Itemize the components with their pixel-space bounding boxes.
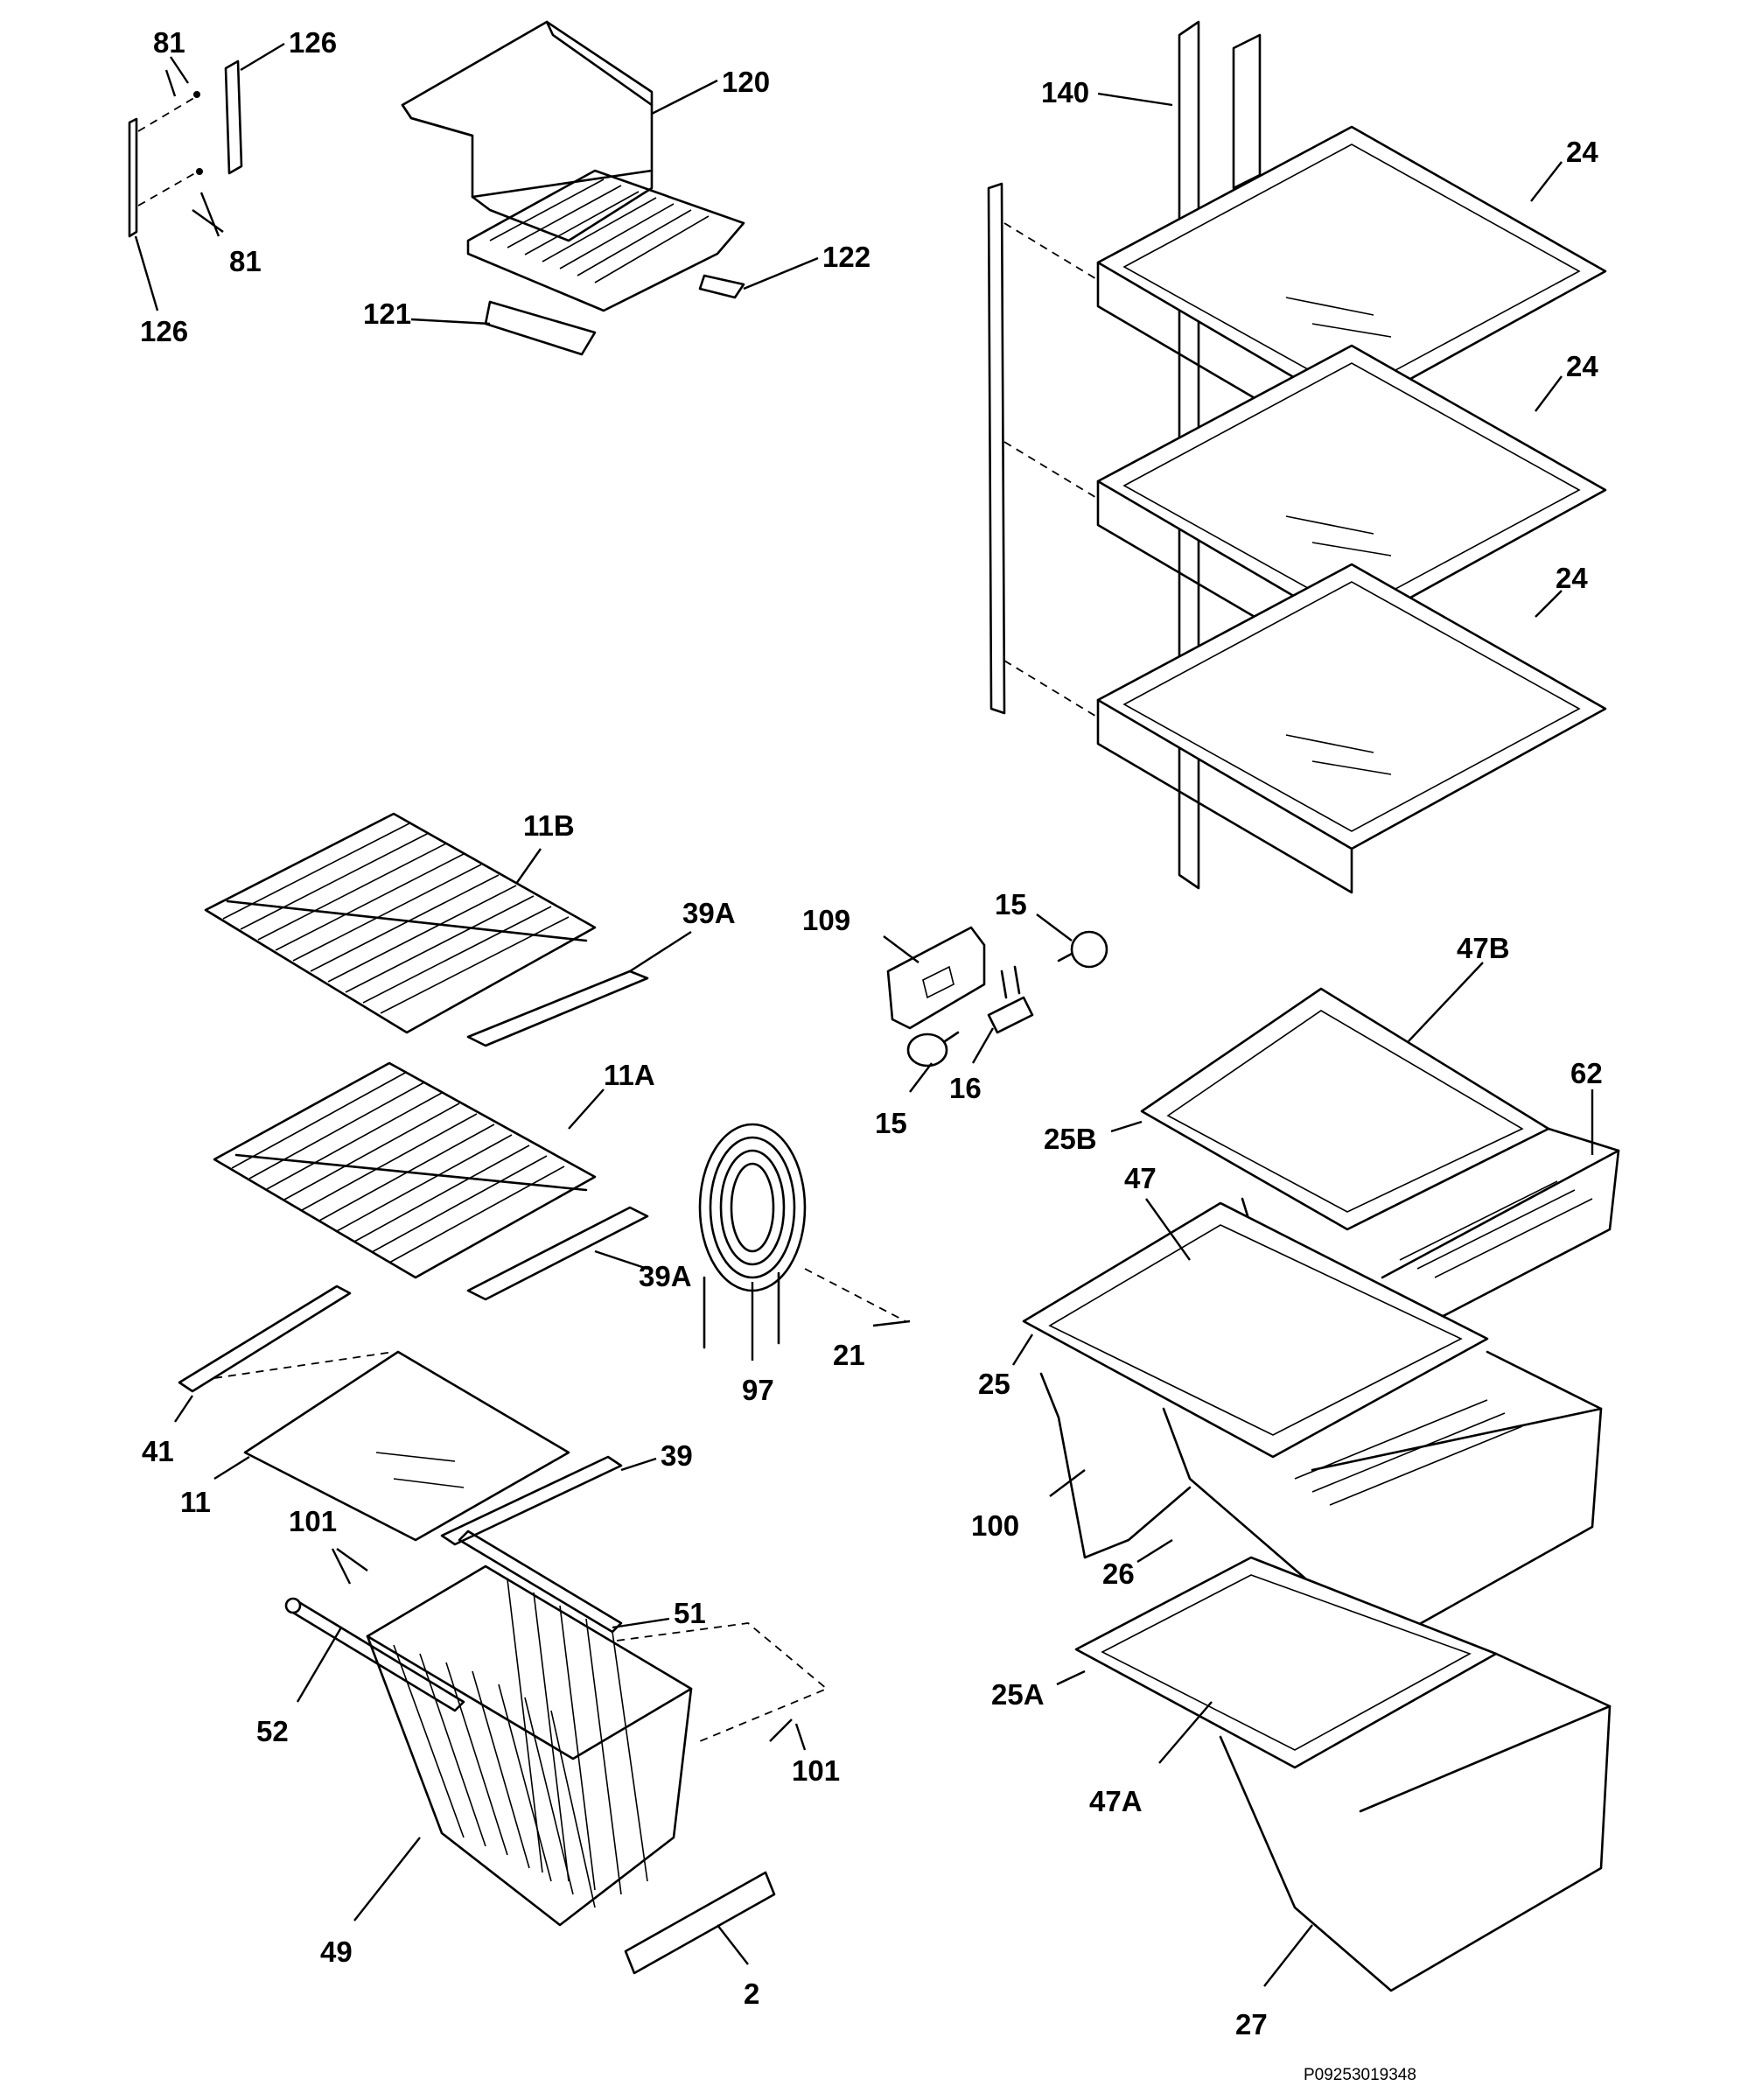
callout-24: 24: [1566, 350, 1598, 382]
callout-109: 109: [802, 904, 850, 936]
crisper-pan-part: [1162, 1350, 1603, 1647]
callout-25: 25: [978, 1368, 1010, 1400]
crisper-pan-part: [1219, 1652, 1612, 1992]
callout-labels: 81 126 81 126 120 121 122 140 24 24 24 1…: [140, 26, 1603, 2040]
divider-panel-part: [1039, 1372, 1192, 1559]
callout-27: 27: [1235, 2008, 1268, 2040]
glass-shelf-part: [1096, 344, 1607, 676]
light-bulb-part: [906, 1031, 960, 1068]
ice-bucket-bracket-part: [698, 274, 745, 299]
callout-39A: 39A: [639, 1260, 692, 1292]
light-bulb-part: [1057, 930, 1108, 969]
heater-coil-part: [698, 1123, 906, 1349]
callout-121: 121: [363, 298, 411, 330]
callout-25B: 25B: [1044, 1123, 1097, 1155]
shelf-trim-part: [466, 1206, 649, 1301]
callout-122: 122: [822, 241, 871, 273]
callout-100: 100: [971, 1509, 1019, 1542]
callout-41: 41: [142, 1435, 174, 1467]
callout-16: 16: [949, 1072, 982, 1104]
drawing-number: P09253019348: [1304, 2066, 1416, 2084]
shelf-trim-part: [178, 1284, 352, 1393]
callout-11B: 11B: [523, 809, 575, 842]
callout-24: 24: [1566, 136, 1598, 168]
callout-39: 39: [661, 1439, 693, 1472]
callout-26: 26: [1102, 1558, 1135, 1590]
callout-39A: 39A: [682, 897, 736, 929]
callout-15: 15: [995, 888, 1027, 920]
callout-81: 81: [229, 245, 262, 277]
callout-15: 15: [875, 1107, 907, 1139]
callout-52: 52: [256, 1715, 289, 1747]
callout-120: 120: [722, 66, 770, 98]
basket-slide-part: [284, 1530, 623, 1712]
callout-140: 140: [1041, 76, 1089, 108]
callout-101: 101: [792, 1754, 840, 1787]
wire-shelf-part: [213, 1061, 597, 1279]
shelf-trim-part: [440, 1455, 623, 1546]
callout-47: 47: [1124, 1162, 1157, 1194]
callout-25A: 25A: [991, 1678, 1045, 1711]
ice-container-part: [401, 20, 745, 356]
callout-11: 11: [180, 1486, 211, 1518]
callout-49: 49: [320, 1936, 353, 1968]
callout-47B: 47B: [1457, 932, 1510, 964]
crisper-cover-part: [1074, 1556, 1498, 1769]
callout-24: 24: [1556, 562, 1588, 594]
wire-basket-part: [366, 1564, 829, 1927]
callout-126: 126: [289, 26, 337, 59]
callout-51: 51: [674, 1597, 706, 1629]
hinge-bracket-part: [128, 60, 243, 238]
callout-47A: 47A: [1089, 1785, 1143, 1817]
shelf-trim-part: [466, 970, 649, 1047]
callout-97: 97: [742, 1374, 774, 1406]
callout-2: 2: [744, 1978, 759, 2010]
basket-handle-part: [624, 1871, 776, 1975]
wire-shelf-part: [204, 812, 597, 1034]
callout-62: 62: [1570, 1057, 1603, 1089]
crisper-cover-part: [1022, 1201, 1489, 1459]
leader-lines: [134, 42, 1594, 1987]
callout-11A: 11A: [604, 1059, 655, 1091]
glass-shelf-part: [1096, 563, 1607, 894]
light-socket-part: [987, 965, 1034, 1034]
glass-shelf-part: [213, 1350, 570, 1542]
crisper-cover-part: [1140, 987, 1550, 1231]
callout-101: 101: [289, 1505, 337, 1537]
shelf-rail-part: [987, 20, 1262, 890]
callout-126: 126: [140, 315, 188, 347]
callout-81: 81: [153, 26, 185, 59]
light-shield-part: [886, 926, 986, 1030]
callout-21: 21: [833, 1339, 865, 1371]
